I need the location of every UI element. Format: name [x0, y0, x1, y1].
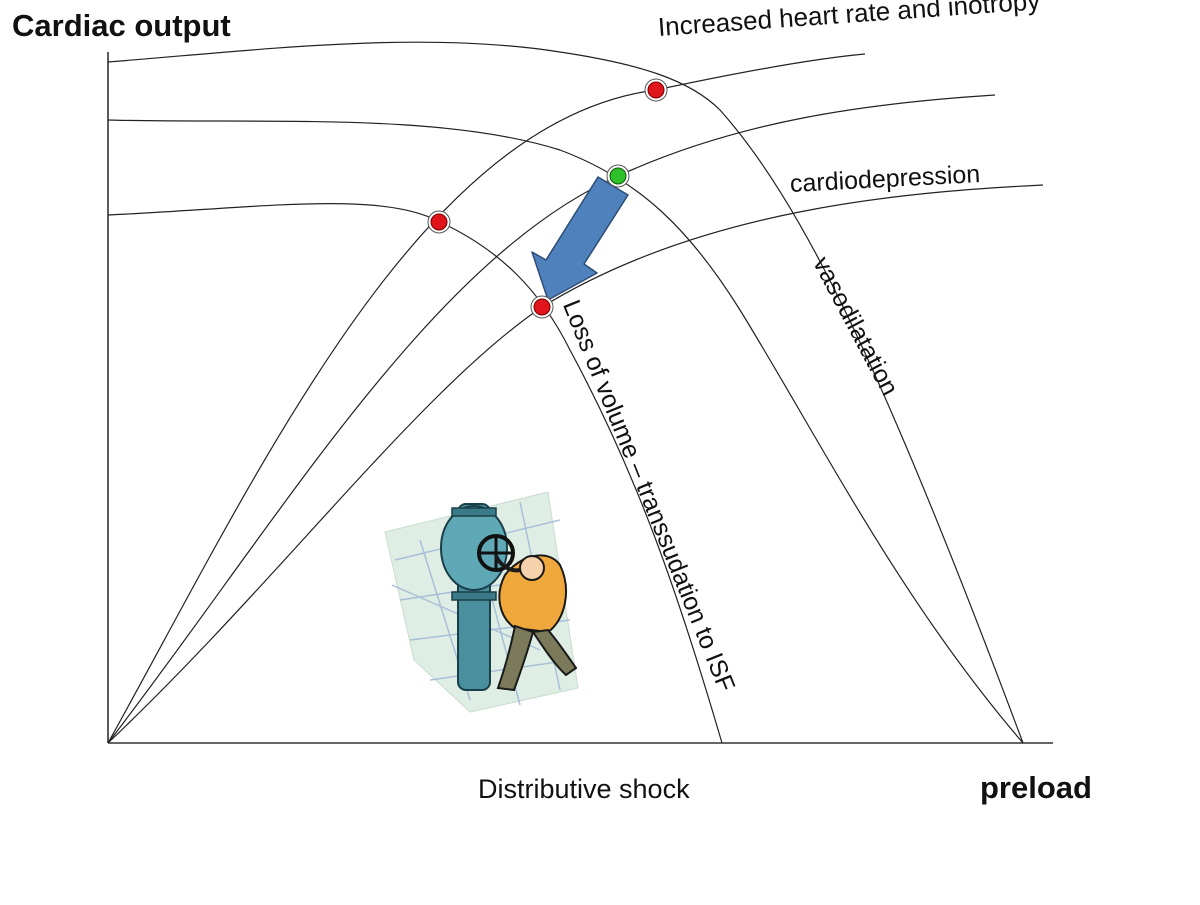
point-inotropy: [644, 78, 668, 102]
cardiac-curve-normal: [107, 94, 996, 744]
venous-curve-volume-loss: [107, 203, 723, 744]
point-cardiodepression: [427, 210, 451, 234]
x-axis-label: preload: [980, 770, 1092, 805]
point-baseline: [606, 164, 630, 188]
valve-worker-clipart-icon: [384, 491, 579, 713]
operating-points: [427, 78, 668, 319]
venous-curve-vasodilatation: [107, 41, 1024, 744]
venous-return-curves: [107, 41, 1024, 744]
point-volume-loss: [530, 295, 554, 319]
shift-arrow-icon: [531, 176, 629, 301]
cardiac-curve-inotropy: [107, 53, 866, 744]
cardiac-function-curves: [107, 53, 1044, 744]
y-axis-label: Cardiac output: [12, 8, 231, 43]
venous-curve-baseline: [107, 119, 1024, 744]
diagram-caption: Distributive shock: [478, 774, 690, 804]
